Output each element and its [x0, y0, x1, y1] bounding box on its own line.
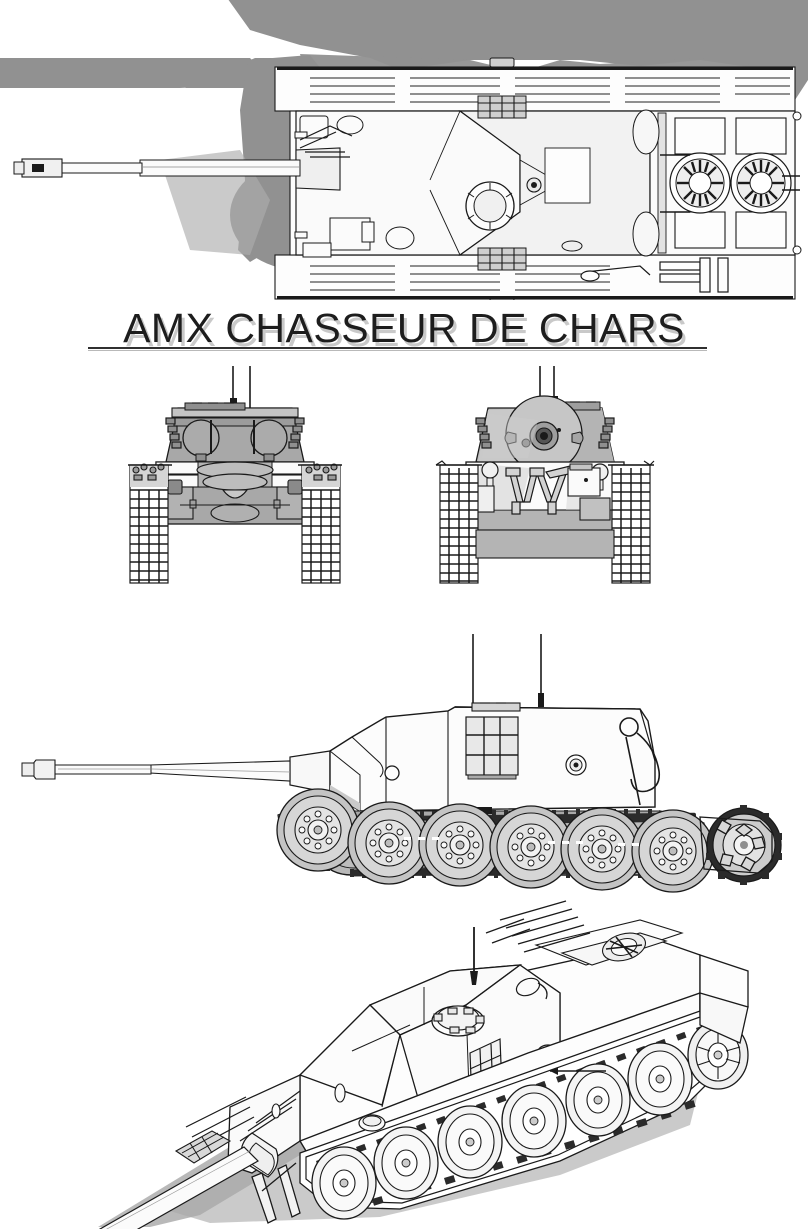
- top-view-gun: [13, 147, 341, 191]
- top-view-cooling-fan-right: [730, 152, 792, 214]
- rear-view-grab-handles: [165, 417, 305, 449]
- side-view-antennas: [472, 634, 544, 715]
- top-view-roof-hatch: [489, 57, 515, 68]
- road-wheel: [347, 801, 431, 885]
- perspective-view-driver-hatch: [358, 1114, 386, 1132]
- rear-view-track-right: [298, 463, 342, 584]
- road-wheel: [565, 1063, 631, 1137]
- road-wheel: [631, 809, 715, 893]
- top-view-stowage-rack-aft: [477, 247, 527, 271]
- top-view-casemate-detail: [429, 110, 591, 256]
- title-underline: [88, 347, 707, 349]
- rear-view-superstructure: [165, 402, 305, 463]
- perspective-view-engine-deck: [534, 919, 684, 966]
- page-title: AMX CHASSEUR DE CHARS: [123, 305, 685, 351]
- perspective-view-spare-track: [174, 1130, 232, 1164]
- side-view-periscope: [565, 754, 587, 776]
- top-view-cooling-fan-left: [669, 152, 731, 214]
- perspective-view-vision-port: [271, 1083, 346, 1119]
- top-view-cupola: [465, 181, 515, 231]
- side-view-tow-hook: [619, 717, 661, 806]
- top-view-roof-hatch-rear: [489, 298, 515, 300]
- perspective-view-antenna: [470, 927, 478, 985]
- front-view: [420, 362, 670, 597]
- side-view-road-wheels: [276, 788, 715, 893]
- rear-view-hull: [155, 461, 315, 525]
- top-view-stowage-rack-fore: [477, 95, 527, 119]
- perspective-view-deck-grilles: [485, 900, 591, 953]
- front-view-track-right: [608, 460, 655, 584]
- front-view-grab-handles: [475, 417, 615, 449]
- front-view-track-left: [435, 460, 482, 584]
- side-view-roof-hatch: [471, 702, 521, 712]
- road-wheel: [311, 1146, 377, 1220]
- side-view-gun: [21, 750, 341, 794]
- top-view-track-edges: [277, 67, 793, 299]
- road-wheel: [489, 805, 573, 889]
- top-view-hatch-marker: [561, 240, 583, 252]
- road-wheel: [627, 1042, 693, 1116]
- perspective-view: [0, 875, 808, 1229]
- perspective-view-cupola: [431, 1005, 485, 1037]
- front-view-tow-linkage: [505, 465, 580, 515]
- front-view-hull: [465, 461, 625, 531]
- top-view-engine-deck: [632, 109, 802, 257]
- road-wheel: [437, 1105, 503, 1179]
- rear-view-track-left: [128, 463, 172, 584]
- perspective-view-arrow-marker: [550, 1067, 606, 1075]
- top-view: [0, 0, 808, 300]
- rear-view: [110, 362, 360, 597]
- top-view-rear-tools: [580, 257, 729, 293]
- top-view-front-fittings: [294, 115, 415, 258]
- title-block: AMX CHASSEUR DE CHARS AMX CHASSEUR DE CH…: [0, 306, 808, 358]
- side-view-stowage-rack: [465, 716, 519, 780]
- road-wheel: [373, 1126, 439, 1200]
- perspective-view-gun: [98, 1073, 301, 1229]
- title-underline-shadow: [88, 350, 707, 351]
- side-view-rear-fender: [699, 816, 773, 874]
- road-wheel: [418, 803, 502, 887]
- side-view-drive-sprocket: [706, 805, 782, 885]
- side-view-casemate: [329, 702, 661, 812]
- top-view-tow-cable: [299, 125, 353, 158]
- top-view-periscope: [526, 177, 542, 193]
- perspective-view-casemate: [298, 964, 561, 1152]
- perspective-view-headlamp: [515, 977, 548, 1000]
- perspective-view-rear-plate: [699, 954, 749, 1044]
- road-wheel: [560, 807, 644, 891]
- road-wheel: [276, 788, 360, 872]
- side-view: [0, 625, 808, 893]
- side-view-skirt-dots: [404, 837, 639, 846]
- road-wheel: [501, 1084, 567, 1158]
- page-title-shadow: AMX CHASSEUR DE CHARS: [126, 309, 688, 355]
- perspective-view-tow-linkage: [251, 1162, 301, 1224]
- front-view-casemate: [475, 395, 615, 473]
